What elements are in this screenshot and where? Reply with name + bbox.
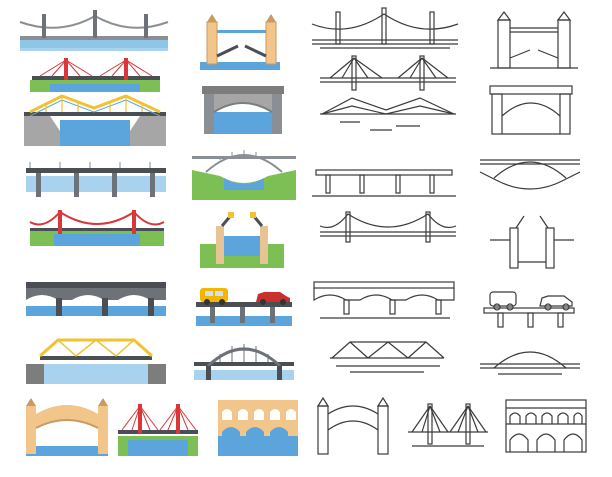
steel-arch-line-icon bbox=[479, 159, 581, 190]
cable-stayed-tower-line-icon bbox=[408, 403, 488, 447]
suspension-line-icon bbox=[319, 211, 457, 243]
arch-bridge-grey-icon bbox=[194, 344, 294, 380]
steel-arch-green-icon bbox=[192, 150, 296, 200]
viaduct-line-icon bbox=[313, 281, 455, 319]
road-bridge-cars-line-icon bbox=[483, 291, 575, 328]
cantilever-truss-yellow-icon bbox=[24, 94, 166, 146]
road-bridge-cars-icon bbox=[196, 288, 292, 326]
stone-arch-grey-icon bbox=[202, 86, 284, 134]
drawbridge-icon bbox=[200, 212, 284, 268]
truss-bridge-line-icon bbox=[330, 341, 445, 373]
drawbridge-line-icon bbox=[490, 215, 574, 269]
tower-bridge-icon bbox=[200, 14, 280, 70]
aqueduct-line-icon bbox=[505, 399, 587, 453]
old-stone-bridge-line-icon bbox=[316, 396, 390, 455]
truss-bridge-yellow-icon bbox=[26, 338, 166, 384]
tower-bridge-line-icon bbox=[490, 11, 578, 69]
viaduct-grey-icon bbox=[26, 282, 166, 316]
stone-arch-line-icon bbox=[489, 85, 573, 135]
cable-stayed-line-icon bbox=[320, 55, 456, 91]
suspension-red-icon bbox=[29, 210, 165, 246]
aqueduct-icon bbox=[218, 400, 298, 456]
beam-bridge-grey-icon bbox=[26, 162, 166, 197]
suspension-bridge-line-icon bbox=[311, 7, 459, 49]
cantilever-truss-line-icon bbox=[320, 97, 456, 131]
cable-stayed-tower-red-icon bbox=[118, 404, 198, 456]
arch-bridge-line-icon bbox=[480, 351, 580, 375]
cable-stayed-red-icon bbox=[30, 58, 160, 92]
beam-bridge-line-icon bbox=[312, 169, 456, 197]
old-stone-bridge-icon bbox=[26, 398, 108, 456]
suspension-bridge-grey-icon bbox=[19, 10, 169, 51]
